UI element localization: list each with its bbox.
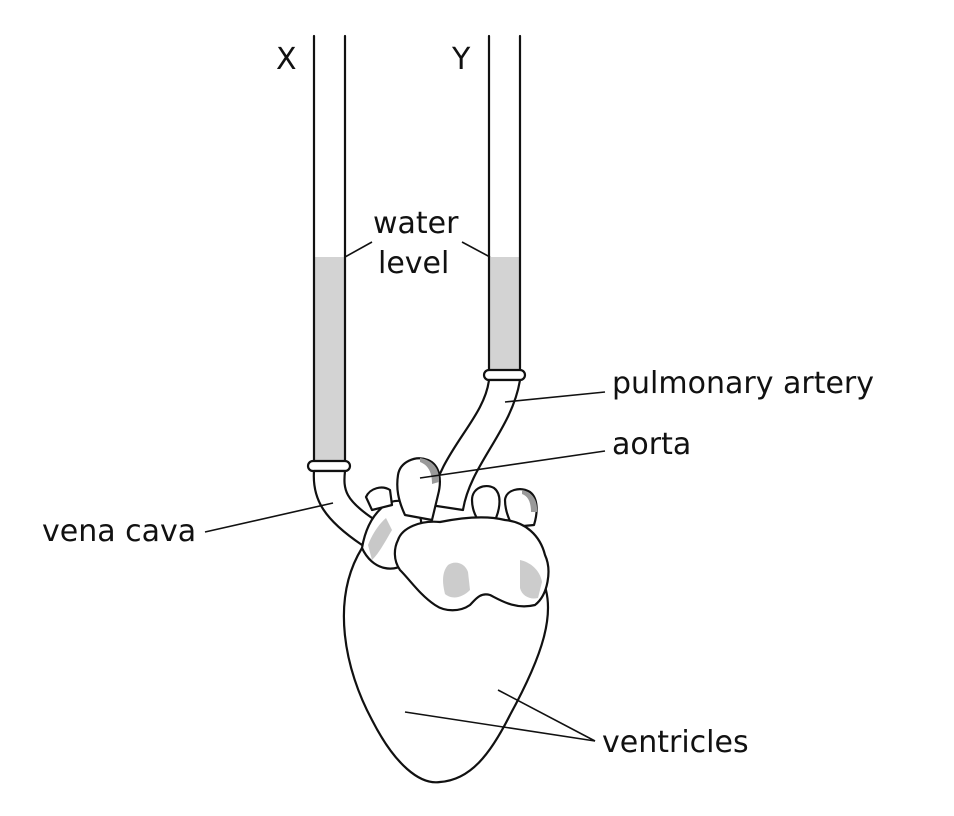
aorta-label: aorta <box>612 427 691 462</box>
ventricles-label: ventricles <box>602 725 749 760</box>
vessel-stub-1 <box>470 484 501 522</box>
tube-y-clamp <box>482 368 527 382</box>
water-level-leader-right <box>461 241 491 258</box>
aorta-leader <box>419 450 606 479</box>
heart-right-atrium <box>393 516 550 612</box>
pulmonary-artery-leader <box>504 391 606 403</box>
tube-x-water <box>315 257 344 462</box>
vena-cava-label: vena cava <box>42 514 196 549</box>
vessel-stub-3 <box>364 486 394 512</box>
pulmonary-artery-tube <box>428 378 522 512</box>
tube-x-label: X <box>276 42 297 77</box>
tube-y <box>482 34 527 382</box>
tube-x <box>306 34 352 473</box>
water-level-leader-left <box>344 241 373 258</box>
ventricles-leader-2 <box>497 689 596 742</box>
pulmonary-artery-label: pulmonary artery <box>612 366 874 401</box>
water-level-label-line2: level <box>378 246 449 281</box>
water-level-label-line1: water <box>373 206 459 241</box>
tube-y-label: Y <box>451 42 471 77</box>
ventricles-leader-1 <box>404 711 596 742</box>
tube-y-water <box>490 257 519 370</box>
tube-x-clamp <box>306 459 352 473</box>
aorta-stub <box>396 457 441 522</box>
vena-cava-leader <box>204 502 334 533</box>
